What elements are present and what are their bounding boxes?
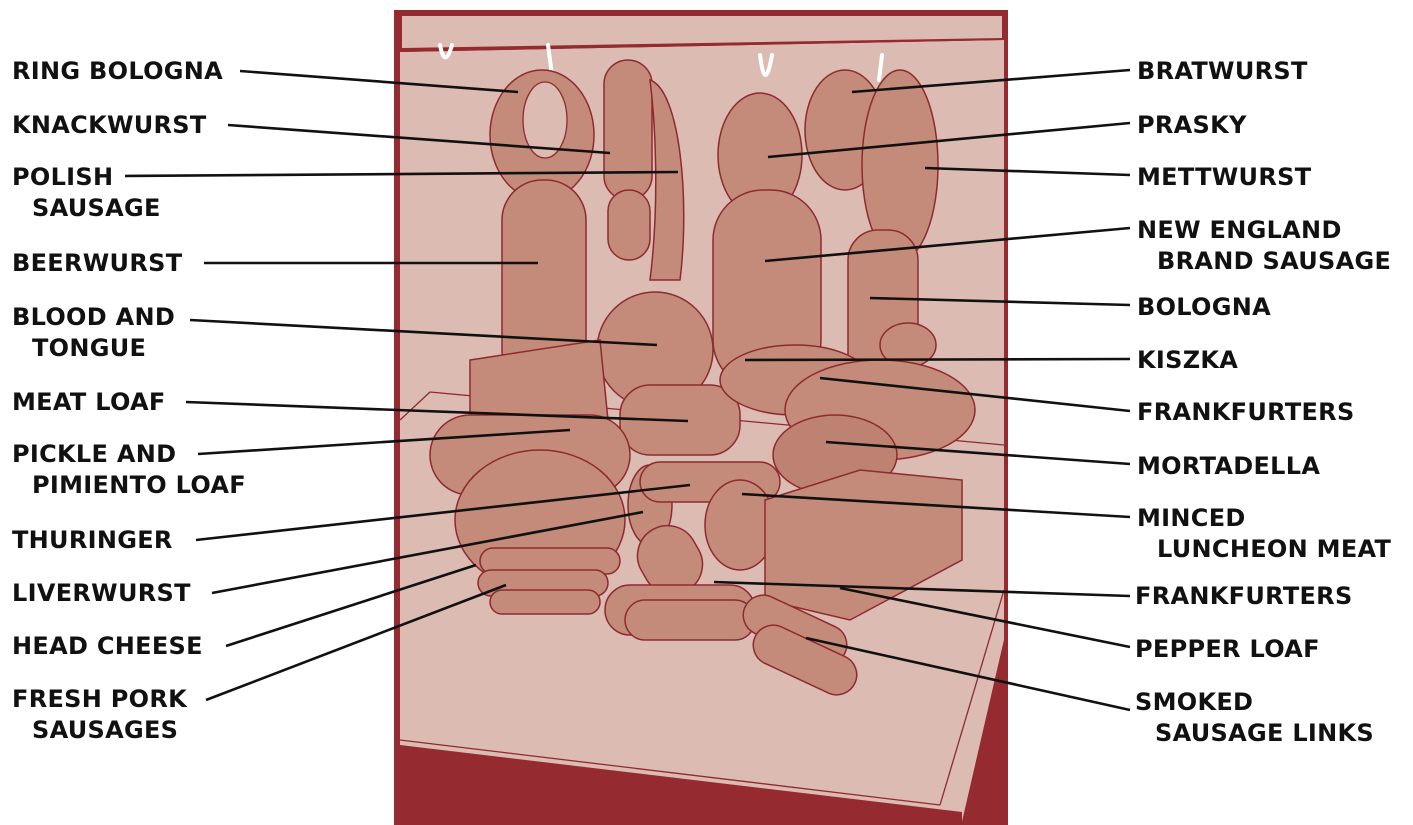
- label-beerwurst-line1: BEERWURST: [12, 248, 182, 279]
- label-head-cheese-line1: HEAD CHEESE: [12, 631, 203, 662]
- label-mettwurst-line1: METTWURST: [1137, 162, 1311, 193]
- label-new-england-brand-sausage-line2: BRAND SAUSAGE: [1137, 246, 1391, 277]
- label-new-england-brand-sausage: NEW ENGLAND BRAND SAUSAGE: [1137, 215, 1391, 277]
- label-bologna-line1: BOLOGNA: [1137, 292, 1271, 323]
- label-new-england-brand-sausage-line1: NEW ENGLAND: [1137, 215, 1391, 246]
- label-pepper-loaf-line1: PEPPER LOAF: [1135, 634, 1320, 665]
- label-blood-and-tongue-line1: BLOOD AND: [12, 302, 175, 333]
- label-polish-sausage: POLISH SAUSAGE: [12, 162, 161, 224]
- label-frankfurters-lower-line1: FRANKFURTERS: [1135, 581, 1353, 612]
- label-blood-and-tongue-line2: TONGUE: [12, 333, 175, 364]
- label-frankfurters-upper-line1: FRANKFURTERS: [1137, 397, 1355, 428]
- label-knackwurst: KNACKWURST: [12, 110, 207, 141]
- label-smoked-sausage-links-line2: SAUSAGE LINKS: [1135, 718, 1374, 749]
- label-bratwurst: BRATWURST: [1137, 56, 1308, 87]
- label-liverwurst: LIVERWURST: [12, 578, 191, 609]
- label-mortadella: MORTADELLA: [1137, 451, 1320, 482]
- label-blood-and-tongue: BLOOD AND TONGUE: [12, 302, 175, 364]
- label-prasky: PRASKY: [1137, 110, 1247, 141]
- label-pepper-loaf: PEPPER LOAF: [1135, 634, 1320, 665]
- label-meat-loaf: MEAT LOAF: [12, 387, 166, 418]
- label-kiszka-line1: KISZKA: [1137, 345, 1238, 376]
- label-fresh-pork-sausages-line2: SAUSAGES: [12, 715, 187, 746]
- label-kiszka: KISZKA: [1137, 345, 1238, 376]
- label-fresh-pork-sausages-line1: FRESH PORK: [12, 684, 187, 715]
- label-thuringer-line1: THURINGER: [12, 525, 173, 556]
- label-mettwurst: METTWURST: [1137, 162, 1311, 193]
- label-polish-sausage-line1: POLISH: [12, 162, 161, 193]
- label-beerwurst: BEERWURST: [12, 248, 182, 279]
- label-frankfurters-lower: FRANKFURTERS: [1135, 581, 1353, 612]
- label-head-cheese: HEAD CHEESE: [12, 631, 203, 662]
- label-smoked-sausage-links-line1: SMOKED: [1135, 687, 1374, 718]
- label-pickle-and-pimiento-loaf: PICKLE AND PIMIENTO LOAF: [12, 439, 246, 501]
- label-mortadella-line1: MORTADELLA: [1137, 451, 1320, 482]
- label-prasky-line1: PRASKY: [1137, 110, 1247, 141]
- label-polish-sausage-line2: SAUSAGE: [12, 193, 161, 224]
- label-thuringer: THURINGER: [12, 525, 173, 556]
- label-bologna: BOLOGNA: [1137, 292, 1271, 323]
- label-ring-bologna: RING BOLOGNA: [12, 56, 223, 87]
- label-frankfurters-upper: FRANKFURTERS: [1137, 397, 1355, 428]
- label-smoked-sausage-links: SMOKED SAUSAGE LINKS: [1135, 687, 1374, 749]
- label-minced-luncheon-meat-line2: LUNCHEON MEAT: [1137, 534, 1391, 565]
- label-liverwurst-line1: LIVERWURST: [12, 578, 191, 609]
- label-minced-luncheon-meat: MINCED LUNCHEON MEAT: [1137, 503, 1391, 565]
- label-minced-luncheon-meat-line1: MINCED: [1137, 503, 1391, 534]
- label-bratwurst-line1: BRATWURST: [1137, 56, 1308, 87]
- label-pickle-and-pimiento-loaf-line1: PICKLE AND: [12, 439, 246, 470]
- label-meat-loaf-line1: MEAT LOAF: [12, 387, 166, 418]
- label-pickle-and-pimiento-loaf-line2: PIMIENTO LOAF: [12, 470, 246, 501]
- label-ring-bologna-line1: RING BOLOGNA: [12, 56, 223, 87]
- label-knackwurst-line1: KNACKWURST: [12, 110, 207, 141]
- label-fresh-pork-sausages: FRESH PORK SAUSAGES: [12, 684, 187, 746]
